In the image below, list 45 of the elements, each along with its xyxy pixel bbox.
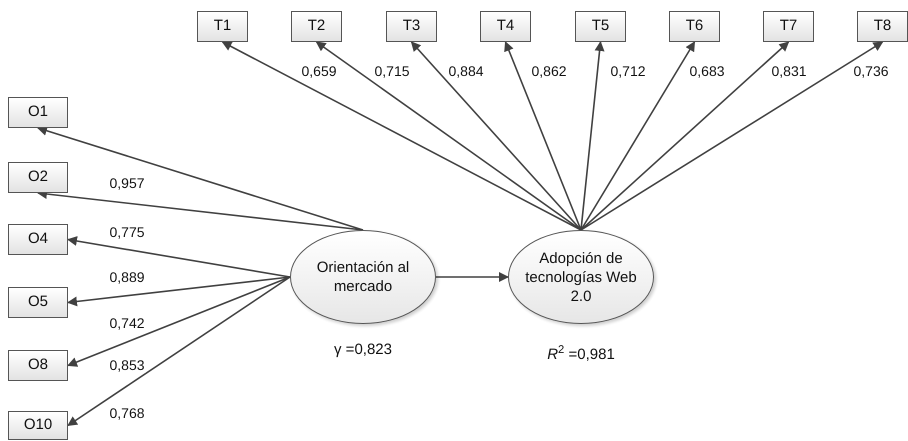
arrow bbox=[37, 126, 364, 231]
indicator-box: O8 bbox=[8, 350, 68, 381]
edge-label: 0,957 bbox=[108, 175, 146, 191]
arrow bbox=[580, 41, 696, 230]
arrow bbox=[222, 41, 582, 231]
arrow bbox=[436, 272, 509, 282]
indicator-box: T5 bbox=[575, 11, 626, 42]
edge-label: 0,862 bbox=[530, 63, 568, 79]
edge-label: 0,853 bbox=[108, 357, 146, 373]
arrow bbox=[67, 276, 290, 426]
coefficient-label: R$^{2}$ =0,981 bbox=[547, 344, 615, 365]
indicator-box: T4 bbox=[480, 11, 531, 42]
indicator-box: O10 bbox=[8, 411, 68, 440]
indicator-box: O5 bbox=[8, 287, 68, 318]
edge-label: 0,775 bbox=[108, 224, 146, 240]
latent-variable-ellipse: Adopción de tecnologías Web 2.0 bbox=[508, 230, 654, 324]
indicator-box: T6 bbox=[669, 11, 720, 42]
arrow bbox=[67, 276, 290, 367]
indicator-box: O2 bbox=[8, 162, 68, 193]
edge-label: 0,831 bbox=[770, 63, 808, 79]
arrow bbox=[580, 41, 884, 231]
arrow bbox=[410, 41, 582, 231]
arrow bbox=[580, 41, 790, 231]
edge-label: 0,715 bbox=[373, 63, 411, 79]
edge-label: 0,889 bbox=[108, 269, 146, 285]
edge-label: 0,742 bbox=[108, 315, 146, 331]
edge-label: 0,736 bbox=[852, 63, 890, 79]
edge-label: 0,884 bbox=[447, 63, 485, 79]
edge-label: 0,683 bbox=[688, 63, 726, 79]
indicator-box: T3 bbox=[386, 11, 437, 42]
indicator-box: T2 bbox=[291, 11, 342, 42]
indicator-box: O4 bbox=[8, 224, 68, 255]
indicator-box: T7 bbox=[763, 11, 814, 42]
coefficient-label: γ =0,823 bbox=[334, 340, 392, 360]
latent-variable-ellipse: Orientación al mercado bbox=[290, 230, 436, 324]
arrow bbox=[67, 236, 290, 278]
arrow bbox=[67, 276, 290, 306]
edge-label: 0,768 bbox=[108, 405, 146, 421]
edge-label: 0,659 bbox=[300, 63, 338, 79]
indicator-box: T8 bbox=[857, 11, 908, 42]
arrow bbox=[580, 41, 605, 230]
arrow bbox=[504, 41, 582, 230]
edge-label: 0,712 bbox=[609, 63, 647, 79]
indicator-box: O1 bbox=[8, 97, 68, 128]
indicator-box: T1 bbox=[197, 11, 248, 42]
